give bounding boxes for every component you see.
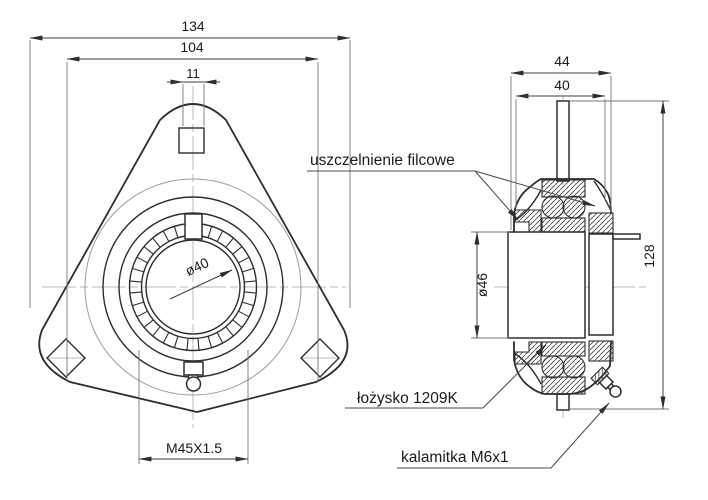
dimension-front-hole-spacing: 104: [66, 39, 319, 382]
front-centerlines: [42, 86, 346, 428]
dimension-overall-height: 128: [569, 100, 669, 410]
sleeve-body: [507, 231, 586, 339]
ball-top-right: [562, 195, 586, 219]
dim-text-44: 44: [554, 53, 570, 69]
dim-text-thread: M45X1.5: [166, 440, 222, 456]
dimension-sleeve-diameter: ø46: [471, 231, 509, 339]
ball-top-left: [541, 195, 565, 219]
grease-nipple: [590, 366, 622, 398]
callout-grease-nipple: kalamitka M6x1: [397, 402, 610, 469]
dimension-front-slot-width: 11: [167, 66, 220, 126]
ball-bottom-right: [562, 355, 586, 379]
lockwasher-tab: [612, 233, 641, 240]
callout-labels: uszczelnienie filcowe łożysko 1209K kala…: [307, 152, 610, 469]
dim-text-bore: ø40: [183, 254, 212, 279]
flange-plate-top-edge: [556, 100, 570, 182]
dim-text-128: 128: [641, 244, 657, 268]
setscrew-slot: [184, 213, 203, 240]
dim-text-sleeve-dia: ø46: [474, 273, 490, 297]
locking-collar-serrations: [129, 223, 257, 351]
flange-outline: [38, 103, 349, 413]
left-mounting-hole: [46, 338, 86, 378]
dimension-side-overall-width: 44: [510, 53, 612, 230]
bearing-section-top: [514, 179, 614, 234]
right-mounting-hole: [300, 338, 340, 378]
side-section-view: 44 40 ø46 128: [471, 53, 669, 418]
dim-text-11: 11: [186, 66, 200, 81]
dim-text-40: 40: [554, 77, 570, 93]
top-mounting-hole: [178, 127, 205, 154]
dim-text-134: 134: [181, 18, 205, 34]
ball-bottom-left: [541, 355, 565, 379]
felt-seal-label: uszczelnienie filcowe: [310, 152, 455, 169]
front-grease-fitting: [183, 361, 204, 392]
dimension-bore-diameter: ø40: [169, 254, 233, 300]
dimension-thread: M45X1.5: [138, 350, 249, 464]
grease-nipple-label: kalamitka M6x1: [401, 449, 509, 466]
callout-bearing: łożysko 1209K: [345, 344, 547, 409]
front-view: 134 104 11 ø40 M45X1.5: [29, 18, 351, 464]
callout-felt-seal: uszczelnienie filcowe: [307, 152, 596, 221]
flange-plate-bottom-edge: [556, 393, 570, 411]
bearing-label: łożysko 1209K: [357, 390, 458, 407]
dimension-front-overall-width: 134: [29, 18, 351, 308]
bearing-section-bottom: [514, 340, 614, 395]
dimension-side-housing-width: 40: [515, 77, 606, 208]
locknut-ring: [588, 233, 614, 336]
dim-text-104: 104: [180, 39, 204, 55]
